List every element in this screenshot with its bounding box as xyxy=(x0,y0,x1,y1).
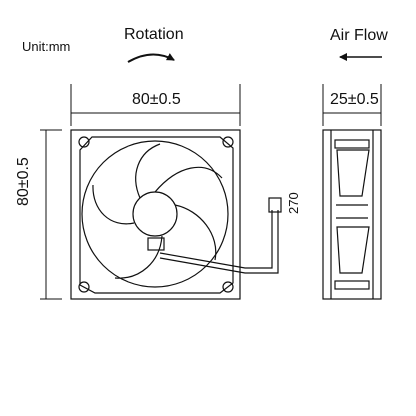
rotation-label: Rotation xyxy=(124,26,184,43)
fan-front-view xyxy=(70,129,282,300)
air-flow-label: Air Flow xyxy=(330,27,388,44)
cable-length-label: 270 xyxy=(286,192,301,214)
fan-side-view xyxy=(322,129,382,300)
mount-hole xyxy=(78,136,90,148)
side-depth-dimension xyxy=(322,84,382,126)
front-width-label: 80±0.5 xyxy=(132,91,181,108)
mount-hole xyxy=(222,281,234,293)
front-height-label: 80±0.5 xyxy=(15,157,32,206)
side-depth-label: 25±0.5 xyxy=(330,91,379,108)
rotation-arrow-icon xyxy=(127,53,175,63)
front-height-dimension xyxy=(40,129,62,300)
mount-hole xyxy=(222,136,234,148)
unit-label: Unit:mm xyxy=(22,39,71,54)
front-width-dimension xyxy=(70,84,241,126)
mount-hole xyxy=(78,281,90,293)
